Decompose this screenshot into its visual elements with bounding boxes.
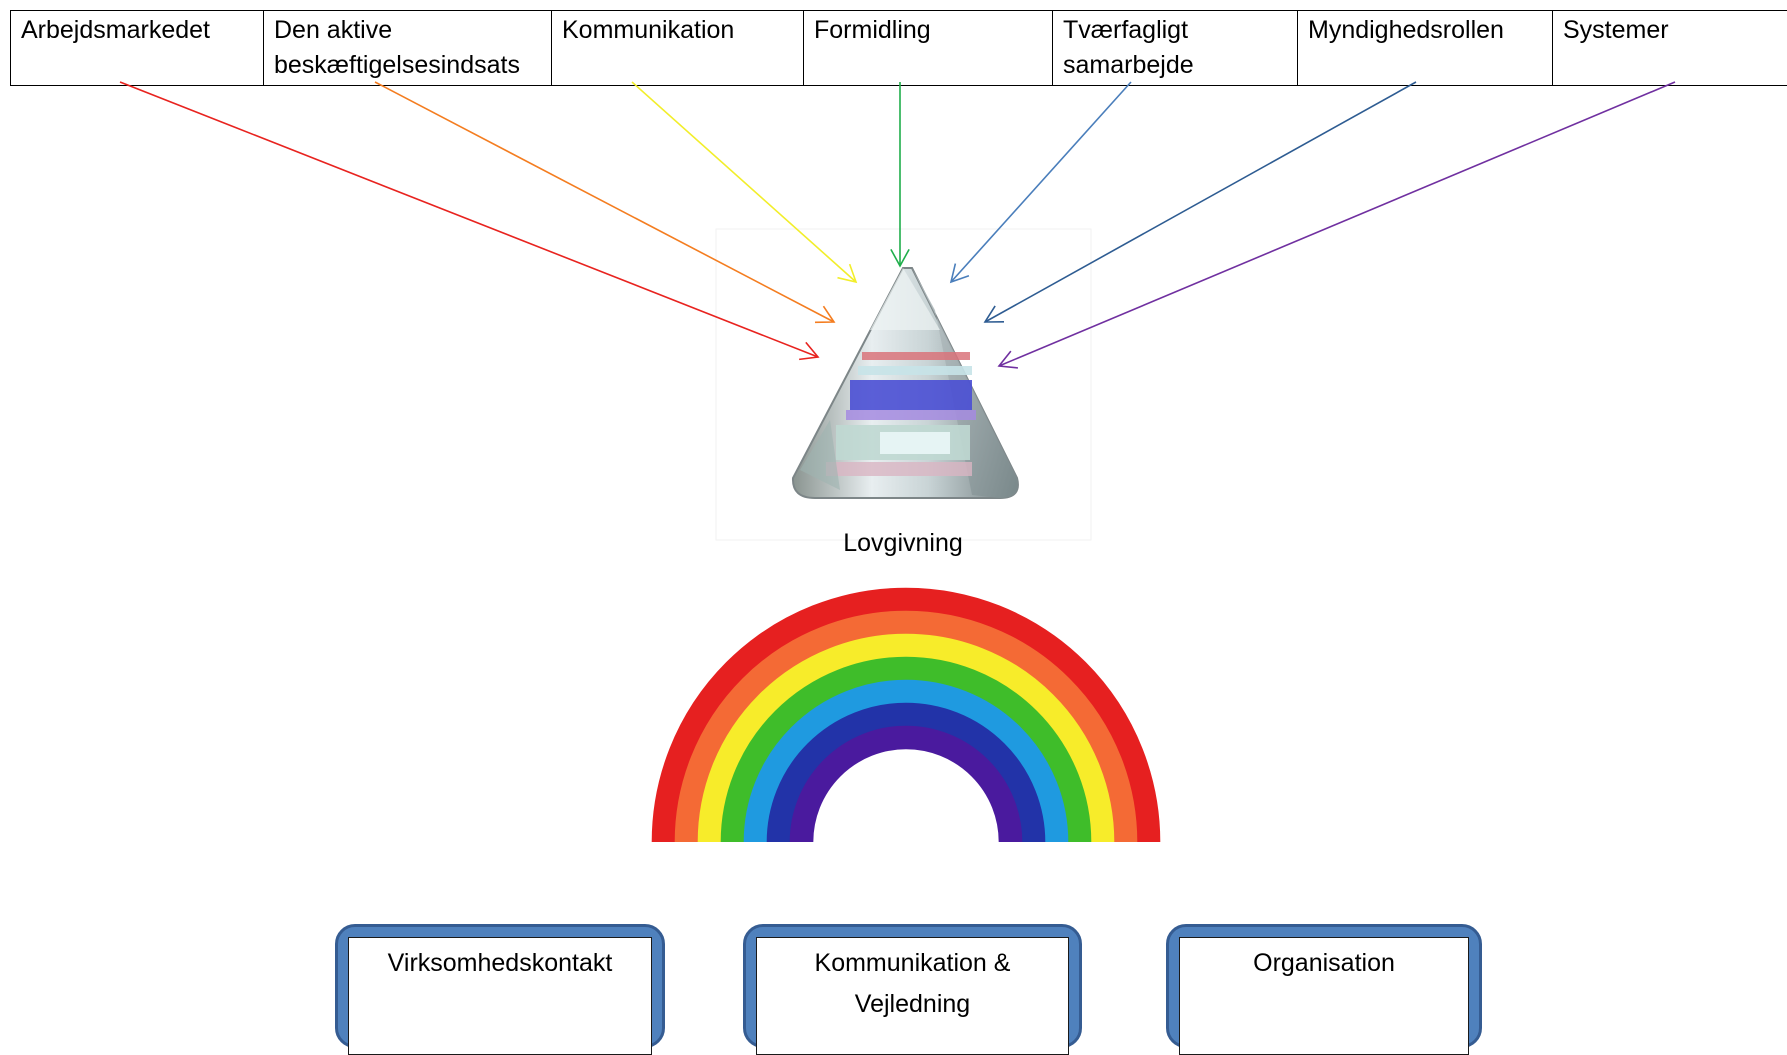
box-virksomhedskontakt: Virksomhedskontakt: [335, 924, 665, 1048]
arrow-4: [891, 82, 909, 266]
arrow-6: [985, 82, 1416, 322]
box-organisation: Organisation: [1166, 924, 1482, 1048]
arrow-5: [951, 82, 1131, 282]
prism-icon: [793, 268, 1018, 498]
box-kommunikation-vejledning-label: Kommunikation & Vejledning: [756, 937, 1069, 1055]
rainbow-band-7: [802, 737, 1011, 842]
rainbow-graphic: [664, 600, 1149, 842]
arrow-2: [375, 82, 834, 322]
box-virksomhedskontakt-label: Virksomhedskontakt: [348, 937, 652, 1055]
arrow-1: [120, 82, 818, 359]
box-organisation-label: Organisation: [1179, 937, 1469, 1055]
arrow-3: [632, 82, 856, 282]
prism-label: Lovgivning: [813, 526, 993, 560]
arrow-7: [999, 82, 1675, 368]
box-kommunikation-vejledning: Kommunikation & Vejledning: [743, 924, 1082, 1048]
